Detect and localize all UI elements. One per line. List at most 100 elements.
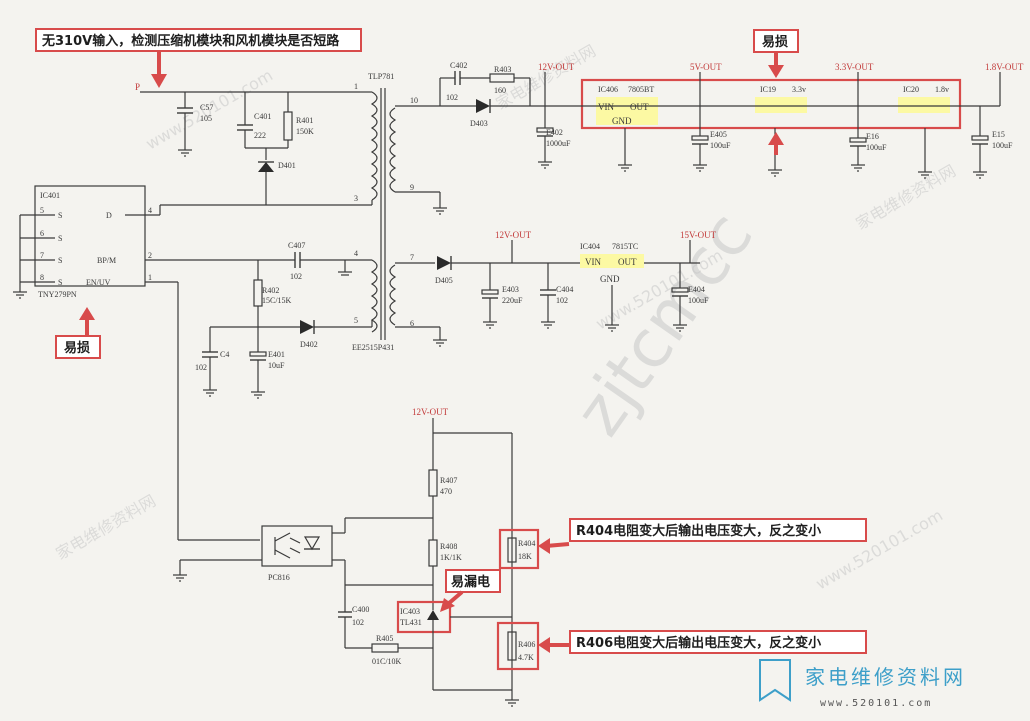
- label-c407-value: 102: [290, 272, 302, 281]
- label-c404-value: 102: [556, 296, 568, 305]
- label-r406: R406: [518, 640, 535, 649]
- ic401-body: [34, 185, 146, 287]
- note-fragile-regulators: 易损: [762, 34, 788, 50]
- label-e401-value: 10uF: [268, 361, 285, 370]
- ic401-pin-2: 2: [148, 251, 152, 260]
- label-ic406: IC406: [598, 85, 618, 94]
- ic406-pin-gnd: GND: [612, 116, 632, 126]
- logo-url: www.520101.com: [820, 698, 932, 709]
- ic401-pin-1: 1: [148, 273, 152, 282]
- label-e402: E402: [546, 128, 563, 137]
- highlight-ic406: [596, 97, 658, 125]
- label-r408-value: 1K/1K: [440, 553, 462, 562]
- label-r404: R404: [518, 539, 535, 548]
- highlight-ic20: [898, 97, 950, 113]
- ic406-pin-vin: VIN: [598, 102, 614, 112]
- fragile-regulators-box: [580, 78, 962, 130]
- label-c4: C4: [220, 350, 229, 359]
- label-r408: R408: [440, 542, 457, 551]
- callout-r404: R404电阻变大后输出电压变大，反之变小: [538, 518, 867, 554]
- label-e403: E403: [502, 285, 519, 294]
- label-ic401: IC401: [40, 191, 60, 200]
- label-e15: E15: [992, 130, 1005, 139]
- ic401-pin-s: S: [58, 256, 62, 265]
- label-e15-value: 100uF: [992, 141, 1013, 150]
- net-5v-out: 5V-OUT: [690, 62, 722, 72]
- label-r406-value: 4.7K: [518, 653, 534, 662]
- pin-3: 3: [354, 194, 358, 203]
- label-c404: C404: [556, 285, 573, 294]
- callout-input: 无310V输入，检测压缩机模块和风机模块是否短路: [35, 28, 362, 88]
- label-c401: C401: [254, 112, 271, 121]
- label-d405: D405: [435, 276, 453, 285]
- label-c402: C402: [450, 61, 467, 70]
- label-ic20-value: 1.8v: [935, 85, 949, 94]
- ic401-pin-s: S: [58, 278, 62, 287]
- label-e401: E401: [268, 350, 285, 359]
- pc816-body: [261, 525, 333, 567]
- label-r407: R407: [440, 476, 457, 485]
- label-e404: E404: [688, 285, 705, 294]
- ic401-pin-s: S: [58, 234, 62, 243]
- label-e405: E405: [710, 130, 727, 139]
- label-ic20: IC20: [903, 85, 919, 94]
- label-c400-value: 102: [352, 618, 364, 627]
- label-e405-value: 100uF: [710, 141, 731, 150]
- ic401-pin-6: 6: [40, 229, 44, 238]
- label-r404-value: 18K: [518, 552, 532, 561]
- note-no-310v-input: 无310V输入，检测压缩机模块和风机模块是否短路: [41, 33, 340, 49]
- ic401-pin-d: D: [106, 211, 112, 220]
- ic404-pin-out: OUT: [618, 257, 637, 267]
- label-r401-value: 150K: [296, 127, 314, 136]
- ic401-pin-4: 4: [148, 206, 152, 215]
- label-tlp781: TLP781: [368, 72, 394, 81]
- net-12v-out-feedback: 12V-OUT: [412, 407, 449, 417]
- label-e16-value: 100uF: [866, 143, 887, 152]
- label-c400: C400: [352, 605, 369, 614]
- watermark-letters: zjtcmcc: [560, 199, 768, 450]
- label-e404-value: 100uF: [688, 296, 709, 305]
- label-e402-value: 1000uF: [546, 139, 571, 148]
- label-r407-value: 470: [440, 487, 452, 496]
- label-c57: C57: [200, 103, 213, 112]
- pin-6: 6: [410, 319, 414, 328]
- r404-highlight-box: [498, 528, 540, 570]
- label-ee2515: EE2515P431: [352, 343, 394, 352]
- label-d401: D401: [278, 161, 296, 170]
- callout-leakage: 易漏电: [440, 569, 501, 612]
- label-r402-value: 15C/15K: [262, 296, 292, 305]
- label-d402: D402: [300, 340, 318, 349]
- highlight-ic404: [580, 254, 644, 268]
- net-12v-out-top: 12V-OUT: [538, 62, 575, 72]
- label-r403: R403: [494, 65, 511, 74]
- label-ic406-part: 7805BT: [628, 85, 654, 94]
- label-c402-value: 102: [446, 93, 458, 102]
- book-icon: [759, 659, 791, 702]
- label-r405-value: 01C/10K: [372, 657, 402, 666]
- ic401-pin-s: S: [58, 211, 62, 220]
- ic401-pin-bpm: BP/M: [97, 256, 116, 265]
- ic406-pin-out: OUT: [630, 102, 649, 112]
- ic401-pin-5: 5: [40, 206, 44, 215]
- note-fragile-ic401: 易损: [64, 340, 90, 356]
- watermark-site: 家电维修资料网: [853, 161, 960, 233]
- watermark-site: 家电维修资料网: [53, 491, 160, 563]
- r406-highlight-box: [496, 621, 540, 671]
- net-3v3-out: 3.3V-OUT: [835, 62, 874, 72]
- label-ic403-part: TL431: [400, 618, 422, 627]
- pin-4: 4: [354, 249, 358, 258]
- label-r402: R402: [262, 286, 279, 295]
- net-p: P: [135, 82, 140, 92]
- callout-fragile-regulators: 易损: [753, 29, 799, 155]
- highlight-ic19: [755, 97, 807, 113]
- label-r405: R405: [376, 634, 393, 643]
- pin-5: 5: [354, 316, 358, 325]
- label-r401: R401: [296, 116, 313, 125]
- ic404-pin-vin: VIN: [585, 257, 601, 267]
- callout-fragile-ic401: 易损: [55, 307, 101, 359]
- label-e16: E16: [866, 132, 879, 141]
- pin-9: 9: [410, 183, 414, 192]
- label-c4-value: 102: [195, 363, 207, 372]
- label-e403-value: 220uF: [502, 296, 523, 305]
